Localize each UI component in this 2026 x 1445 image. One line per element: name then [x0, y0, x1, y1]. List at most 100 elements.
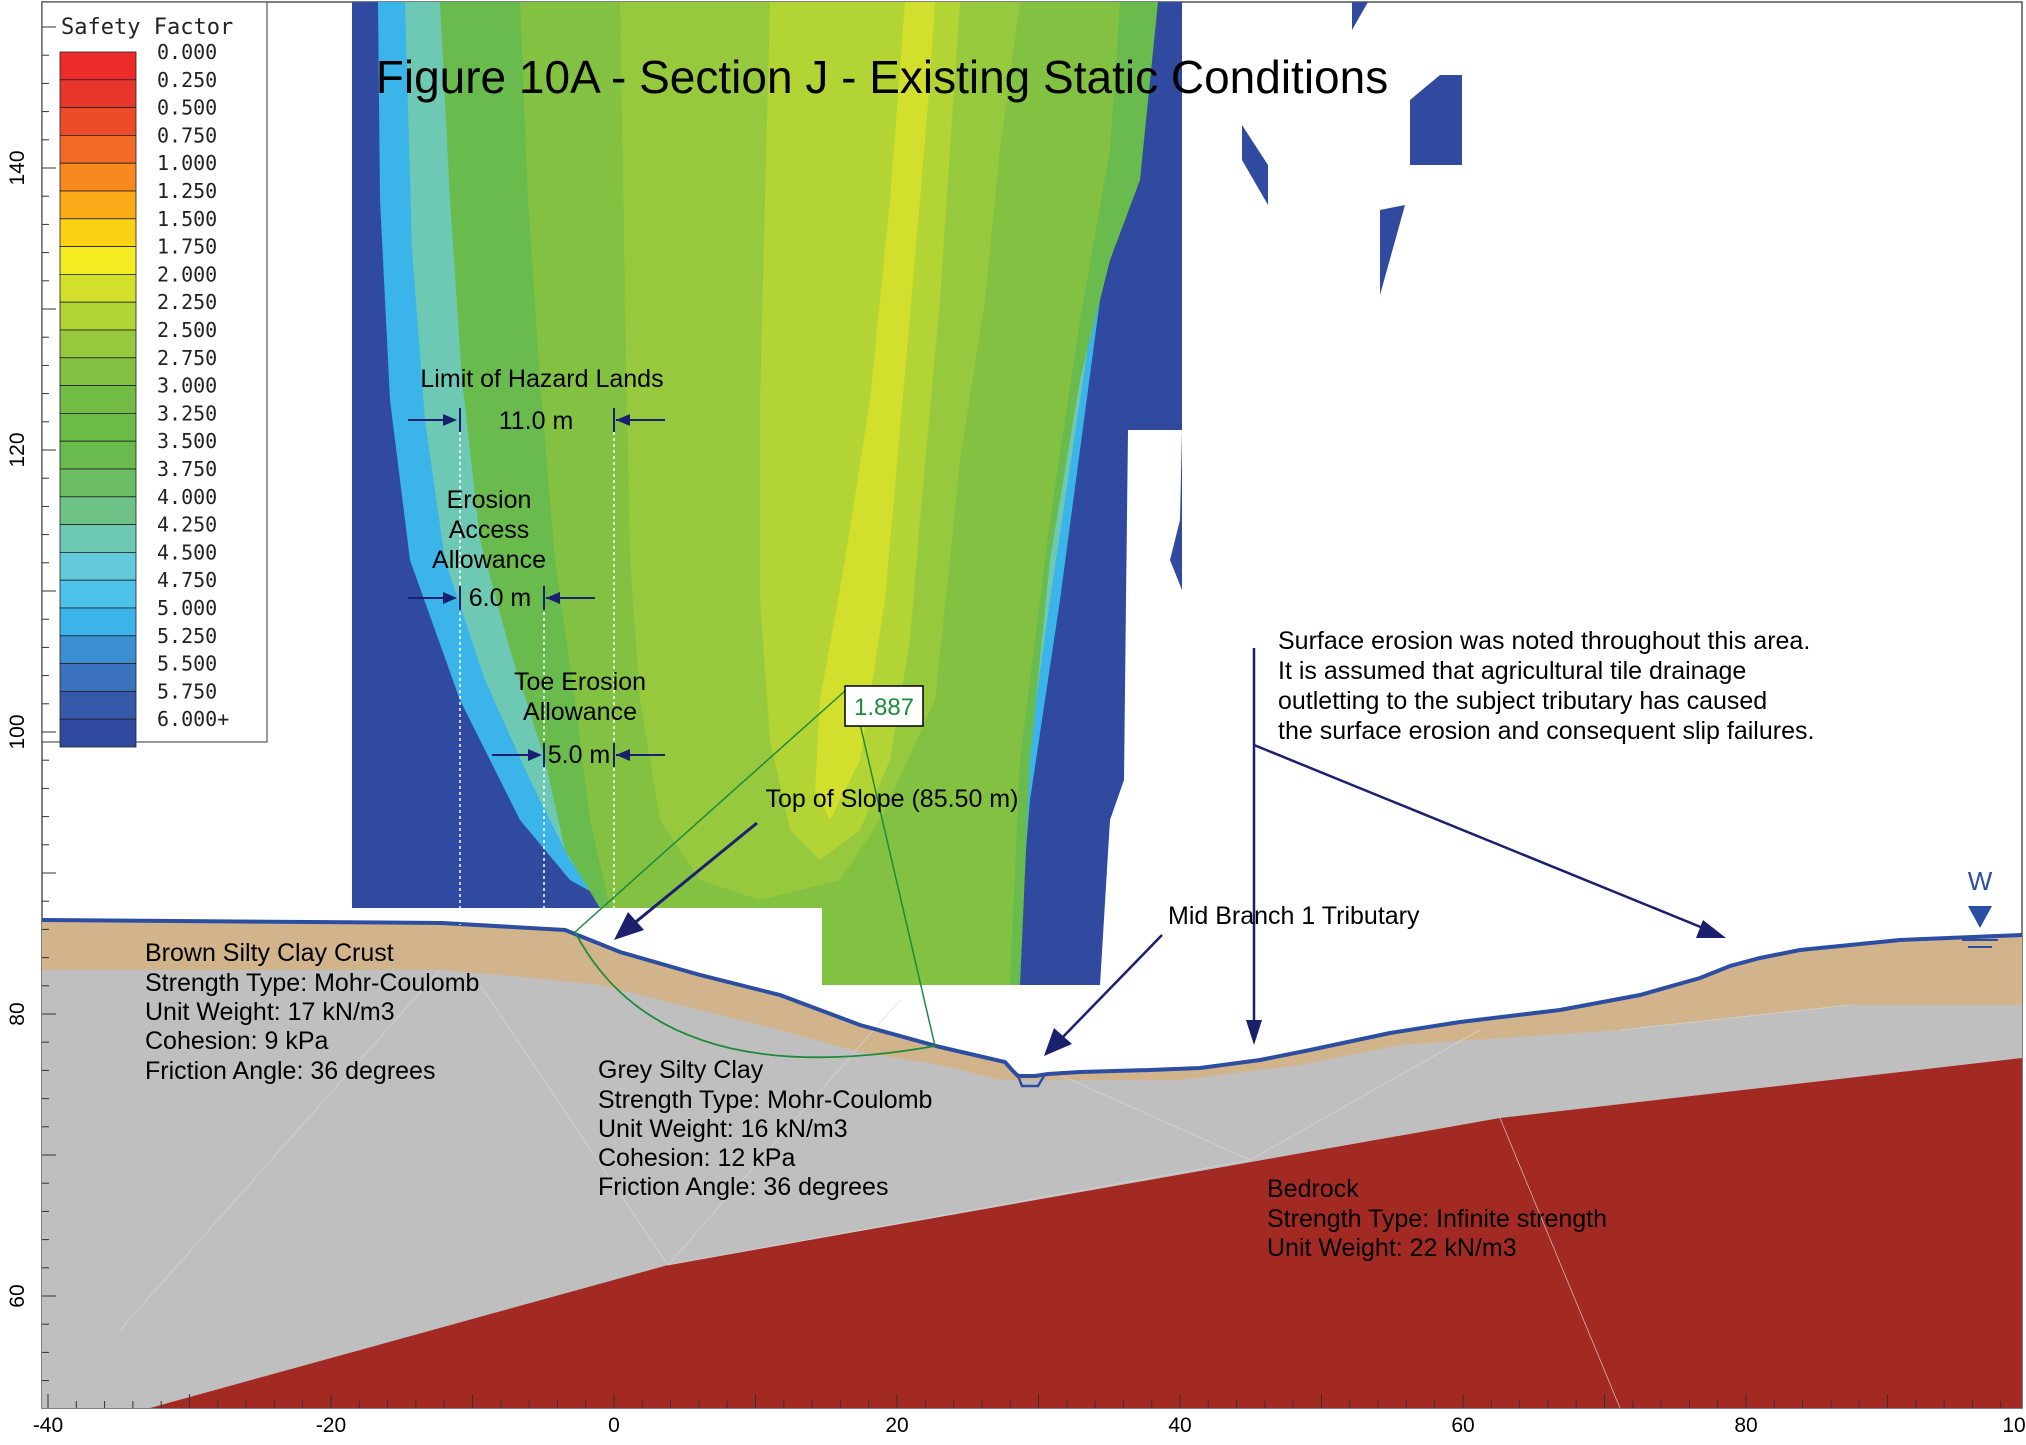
legend-swatch: [59, 412, 137, 442]
material-grey-label: Grey Silty Clay Strength Type: Mohr-Coul…: [598, 1056, 932, 1201]
legend-label: 1.250: [157, 179, 217, 203]
crust-cohesion: Cohesion: 9 kPa: [145, 1027, 329, 1055]
grey-friction: Friction Angle: 36 degrees: [598, 1173, 888, 1201]
crust-layer: [42, 920, 2022, 1080]
crust-friction: Friction Angle: 36 degrees: [145, 1057, 435, 1085]
legend-swatch: [59, 357, 137, 386]
hazard-lands-label: Limit of Hazard Lands: [420, 365, 663, 393]
legend-label: 5.750: [157, 679, 217, 703]
legend-swatches: 0.000 0.250 0.500 0.750 1.000 1.250 1.500 1.750…: [59, 40, 229, 748]
dimension-arrows: [408, 408, 665, 767]
contour-patch: [1242, 125, 1268, 205]
x-tick-label: 0: [608, 1414, 620, 1437]
legend-label: 4.000: [157, 485, 217, 509]
legend-swatch: [59, 51, 137, 81]
crust-weight: Unit Weight: 17 kN/m3: [145, 998, 395, 1026]
grey-strength: Strength Type: Mohr-Coulomb: [598, 1086, 932, 1114]
y-tick-label: 140: [6, 150, 29, 185]
legend-label: 0.000: [157, 40, 217, 64]
material-crust-label: Brown Silty Clay Crust Strength Type: Mo…: [145, 939, 479, 1085]
toe-erosion-line2: Allowance: [523, 698, 637, 726]
legend-label: 0.250: [157, 68, 217, 92]
legend-swatch: [59, 107, 137, 136]
hazard-width-label: 11.0 m: [499, 407, 574, 435]
contour-patch: [1380, 205, 1405, 295]
legend-label: 2.000: [157, 262, 217, 286]
material-bedrock-label: Bedrock Strength Type: Infinite strength…: [1267, 1175, 1607, 1262]
x-tick-label: 80: [1734, 1414, 1757, 1437]
y-tick-label: 100: [6, 714, 29, 749]
notes: Mid Branch 1 Tributary Surface erosion w…: [1168, 627, 1814, 930]
channel-notch: [1016, 1075, 1046, 1088]
crust-name: Brown Silty Clay Crust: [145, 939, 394, 967]
grey-cohesion: Cohesion: 12 kPa: [598, 1144, 795, 1172]
surface-note-line1: Surface erosion was noted throughout thi…: [1278, 627, 1810, 655]
legend-swatch: [59, 552, 137, 581]
mid-branch-label: Mid Branch 1 Tributary: [1168, 902, 1420, 930]
legend-swatch: [59, 440, 137, 470]
legend-swatch: [59, 246, 137, 275]
legend-label: 2.750: [157, 346, 217, 370]
legend-label: 4.500: [157, 540, 217, 564]
bedrock-name: Bedrock: [1267, 1175, 1359, 1203]
legend-label: 3.000: [157, 374, 217, 398]
legend-label: 4.750: [157, 568, 217, 592]
legend-label: 1.750: [157, 235, 217, 259]
surface-note-line4: the surface erosion and consequent slip …: [1278, 717, 1814, 745]
toe-erosion-width: 5.0 m: [548, 741, 611, 769]
figure-title: Figure 10A - Section J - Existing Static…: [376, 51, 1388, 103]
top-of-slope-label: Top of Slope (85.50 m): [766, 785, 1019, 813]
surface-note-line2: It is assumed that agricultural tile dra…: [1278, 657, 1746, 685]
contour-patch: [1410, 75, 1462, 165]
legend-label: 2.250: [157, 290, 217, 314]
grey-name: Grey Silty Clay: [598, 1056, 764, 1084]
y-tick-label: 120: [6, 432, 29, 467]
grey-weight: Unit Weight: 16 kN/m3: [598, 1115, 848, 1143]
x-tick-label: -40: [33, 1414, 63, 1437]
contour-patch: [1352, 2, 1368, 30]
legend-label: 5.500: [157, 652, 217, 676]
legend-label: 2.500: [157, 318, 217, 342]
x-tick-label: 60: [1451, 1414, 1474, 1437]
y-tick-label: 60: [6, 1284, 29, 1307]
legend-label: 1.500: [157, 207, 217, 231]
critical-slip-surface: [574, 689, 936, 1059]
legend-swatch: [59, 79, 137, 109]
legend-label: 0.750: [157, 123, 217, 147]
contour-yellow: [815, 2, 935, 820]
legend-swatch: [59, 162, 137, 192]
surface-note-line3: outletting to the subject tributary has …: [1278, 687, 1767, 715]
legend-label: 5.250: [157, 624, 217, 648]
dimension-labels: Limit of Hazard Lands 11.0 m Erosion Acc…: [420, 365, 1018, 813]
legend-label: 4.250: [157, 513, 217, 537]
erosion-access-line2: Access: [449, 516, 530, 544]
legend-label: 5.000: [157, 596, 217, 620]
legend-swatch: [59, 329, 137, 359]
legend-label: 3.750: [157, 457, 217, 481]
erosion-access-line3: Allowance: [432, 546, 546, 574]
legend-label: 1.000: [157, 151, 217, 175]
legend-swatch: [59, 524, 137, 553]
legend-label: 0.500: [157, 96, 217, 120]
legend-label: 6.000+: [157, 707, 229, 731]
erosion-access-line1: Erosion: [447, 486, 532, 514]
legend-swatch: [59, 134, 137, 164]
legend-swatch: [59, 385, 137, 414]
legend-swatch: [59, 718, 137, 748]
x-tick-label: 20: [885, 1414, 908, 1437]
water-table-marker: W: [1962, 866, 1998, 948]
erosion-access-width: 6.0 m: [469, 584, 532, 612]
x-tick-label: -20: [316, 1414, 346, 1437]
legend-swatch: [59, 691, 137, 720]
toe-erosion-line1: Toe Erosion: [514, 668, 646, 696]
legend-swatch: [59, 273, 137, 303]
legend-swatch: [59, 190, 137, 220]
safety-factor-value: 1.887: [854, 694, 914, 721]
crust-strength: Strength Type: Mohr-Coulomb: [145, 969, 479, 997]
safety-factor-contours: [352, 2, 1462, 985]
legend-title: Safety Factor: [61, 15, 233, 40]
bedrock-weight: Unit Weight: 22 kN/m3: [1267, 1234, 1517, 1262]
